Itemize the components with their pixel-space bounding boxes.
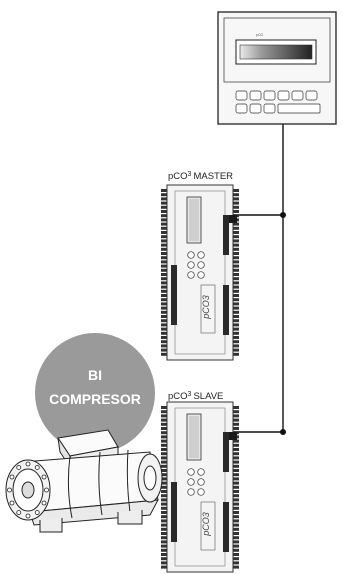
terminal-strip-right: [233, 406, 239, 569]
network-port: [229, 432, 237, 440]
controller-logo: pCO3: [201, 295, 211, 320]
network-port: [229, 215, 237, 223]
badge-line1: BI: [88, 367, 102, 383]
badge-line2: COMPRESOR: [49, 391, 141, 407]
flange-bolts: [7, 461, 49, 519]
terminal-brand-label: pCO: [256, 33, 263, 37]
pco3-master-controller: pCO3: [161, 184, 239, 361]
terminal-strip-left: [161, 406, 167, 569]
terminal-strip-right: [233, 189, 239, 356]
network-cable: [227, 122, 284, 433]
pco3-slave-controller: pCO3: [161, 401, 239, 573]
bi-compressor-badge: BI COMPRESOR: [35, 333, 155, 453]
terminal-keypad: [235, 90, 321, 114]
junction-dot: [280, 212, 286, 218]
screw-compressor-illustration: [5, 429, 163, 533]
controller-logo: pCO3: [201, 512, 211, 537]
controller-keypad: [187, 251, 205, 279]
junction-dot: [280, 429, 286, 435]
controller-keypad: [187, 468, 205, 496]
terminal-panel: pCO: [217, 11, 337, 125]
terminal-strip-left: [161, 189, 167, 356]
